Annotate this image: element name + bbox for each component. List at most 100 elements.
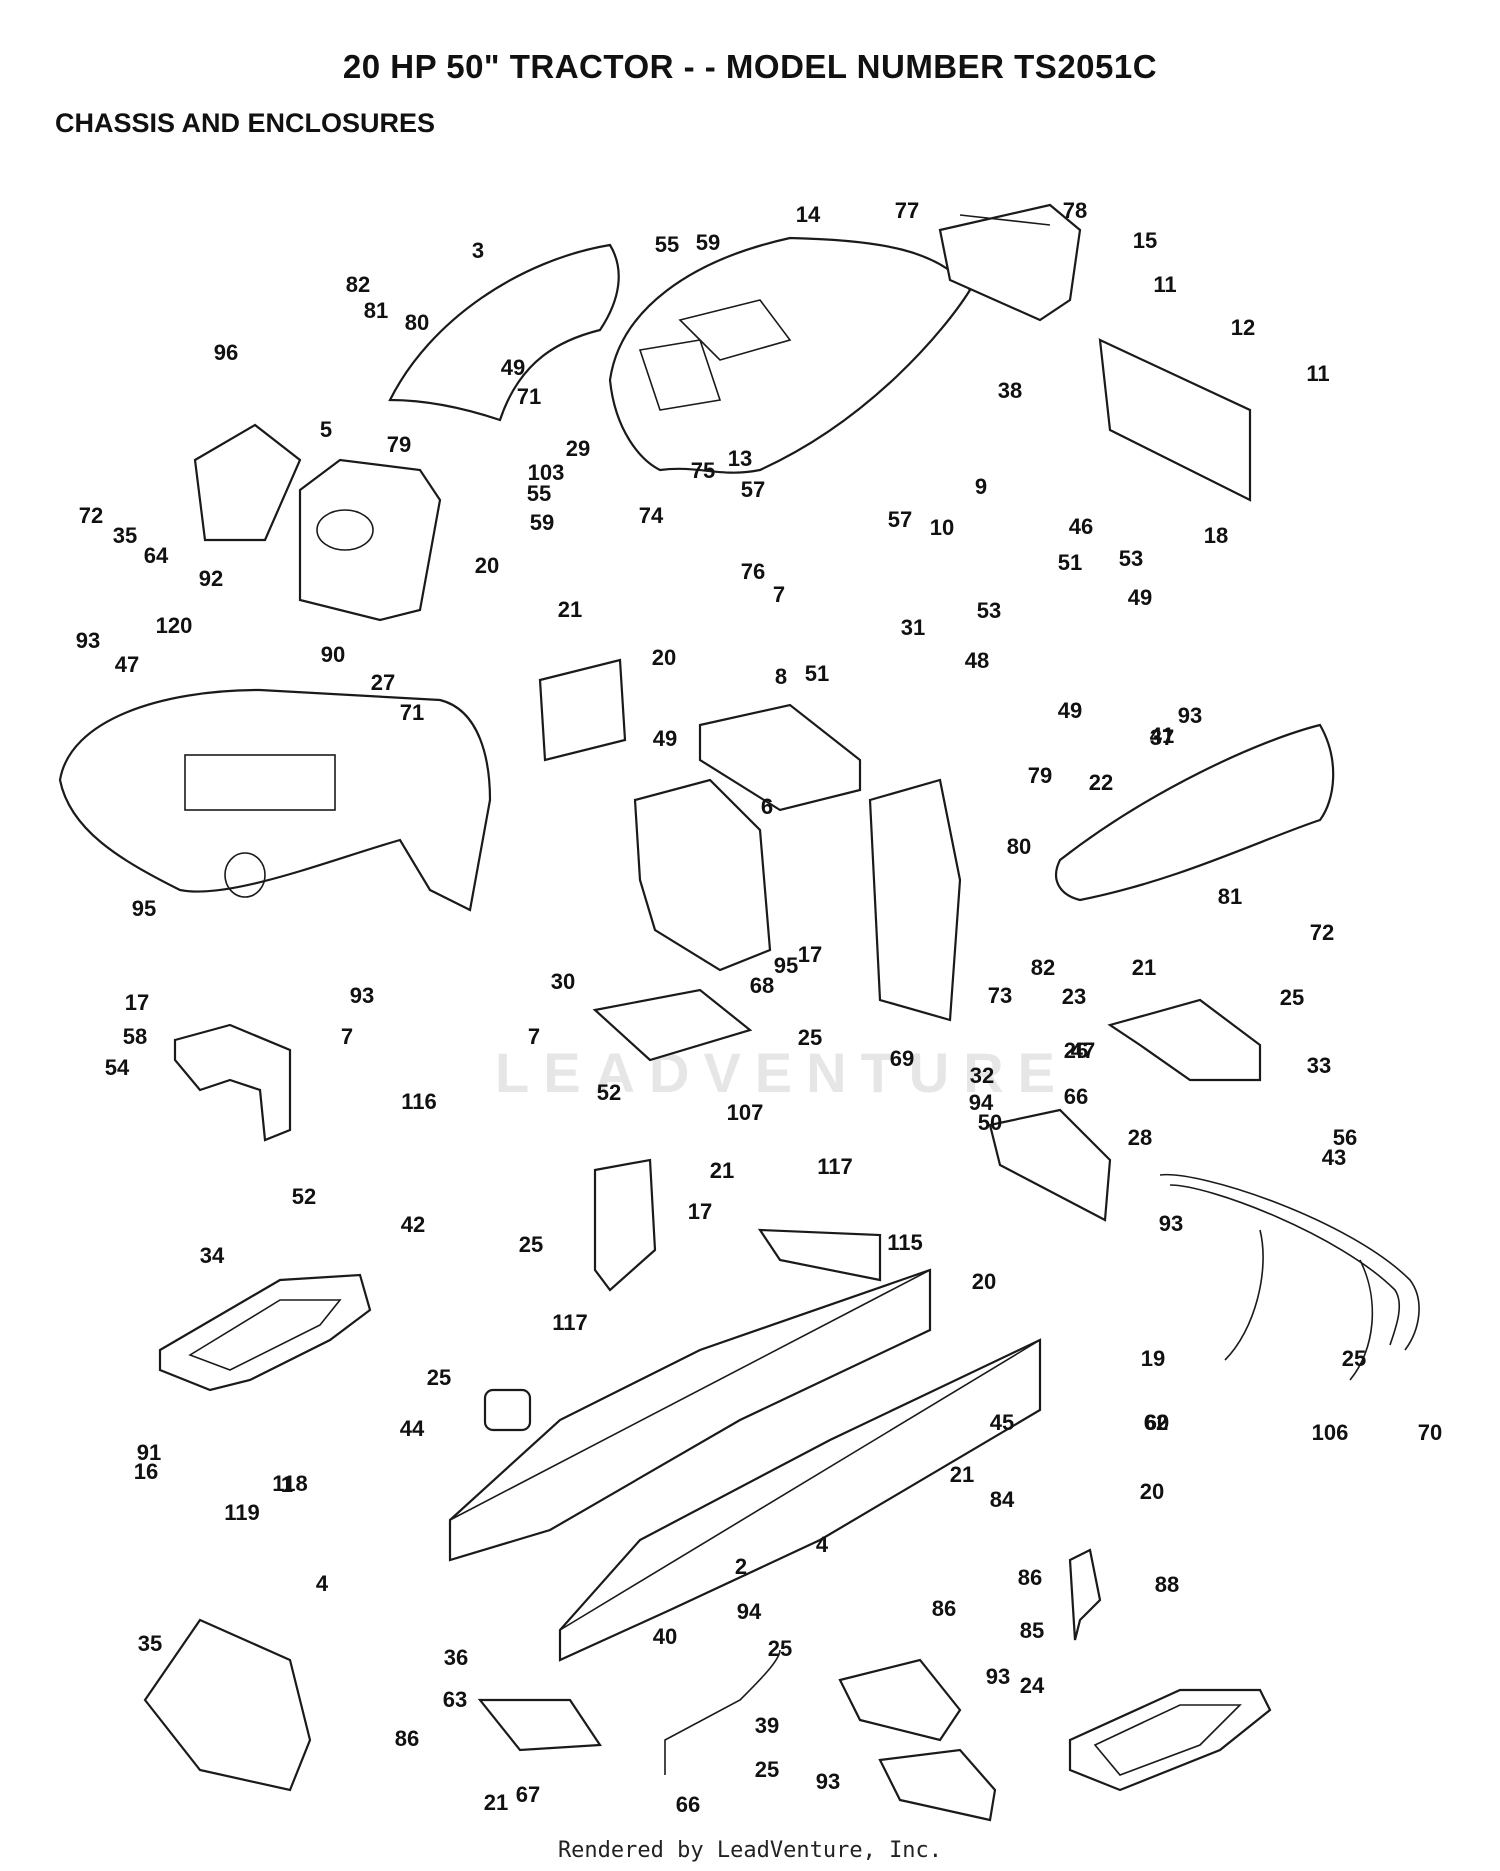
part-callout-29: 29: [566, 436, 590, 461]
part-callout-53: 53: [1119, 546, 1143, 571]
part-callout-53: 53: [977, 598, 1001, 623]
part-callout-56: 56: [1333, 1125, 1357, 1150]
part-callout-103: 103: [528, 460, 565, 485]
part-callout-72: 72: [79, 503, 103, 528]
cover-plate-69: [1107, 998, 1262, 1082]
part-callout-21: 21: [484, 1790, 508, 1815]
part-callout-116: 116: [401, 1089, 437, 1114]
part-callout-48: 48: [965, 648, 989, 673]
part-callout-117: 117: [552, 1310, 588, 1335]
part-callout-8: 8: [775, 664, 787, 689]
part-callout-95: 95: [132, 896, 156, 921]
part-callout-10: 10: [930, 515, 954, 540]
part-callout-52: 52: [597, 1080, 621, 1105]
part-callout-25: 25: [427, 1365, 451, 1390]
part-callout-93: 93: [1178, 703, 1202, 728]
part-callout-20: 20: [1140, 1479, 1164, 1504]
part-callout-86: 86: [1018, 1565, 1042, 1590]
part-callout-49: 49: [653, 726, 677, 751]
pedal-lever: [664, 1649, 781, 1775]
part-callout-93: 93: [1159, 1211, 1183, 1236]
part-callout-12: 12: [1231, 315, 1255, 340]
part-callout-71: 71: [400, 700, 424, 725]
part-callout-49: 49: [1058, 698, 1082, 723]
part-callout-75: 75: [691, 458, 715, 483]
part-callout-7: 7: [341, 1024, 353, 1049]
part-callout-35: 35: [138, 1631, 162, 1656]
part-callout-82: 82: [346, 272, 370, 297]
section-title: CHASSIS AND ENCLOSURES: [55, 108, 436, 138]
part-callout-39: 39: [755, 1713, 779, 1738]
part-callout-17: 17: [125, 990, 149, 1015]
part-callout-62: 62: [1144, 1410, 1168, 1435]
part-callout-78: 78: [1063, 198, 1087, 223]
watermark: LEADVENTURE: [495, 1041, 1070, 1104]
part-callout-57: 57: [888, 507, 912, 532]
part-callout-72: 72: [1310, 920, 1334, 945]
part-callout-73: 73: [988, 983, 1012, 1008]
part-callout-91: 91: [137, 1440, 161, 1465]
part-callout-74: 74: [639, 503, 664, 528]
part-callout-94: 94: [969, 1090, 994, 1115]
part-callout-67: 67: [516, 1782, 540, 1807]
part-callout-66: 66: [1064, 1084, 1088, 1109]
part-callout-46: 46: [1069, 514, 1093, 539]
part-callout-119: 119: [224, 1500, 260, 1525]
part-callout-93: 93: [986, 1664, 1010, 1689]
bracket-left-bottom: [143, 1618, 312, 1792]
part-callout-59: 59: [696, 230, 720, 255]
part-callout-32: 32: [970, 1063, 994, 1088]
part-callout-1: 1: [281, 1472, 293, 1497]
footrest-left: [158, 1273, 372, 1392]
part-callout-40: 40: [653, 1624, 677, 1649]
part-callout-96: 96: [214, 340, 238, 365]
part-callout-79: 79: [1028, 763, 1052, 788]
hood-part: [608, 236, 972, 474]
part-callout-77: 77: [895, 198, 919, 223]
part-callout-19: 19: [1141, 1346, 1165, 1371]
part-callout-26: 26: [1064, 1038, 1088, 1063]
part-callout-25: 25: [1280, 985, 1304, 1010]
part-callout-95: 95: [774, 953, 798, 978]
part-callout-25: 25: [768, 1636, 792, 1661]
part-callout-92: 92: [199, 566, 223, 591]
part-callout-93: 93: [816, 1769, 840, 1794]
part-callout-23: 23: [1062, 984, 1086, 1009]
part-callout-27: 27: [371, 670, 395, 695]
part-callout-33: 33: [1307, 1053, 1331, 1078]
part-callout-70: 70: [1418, 1420, 1442, 1445]
grommet-16: [483, 1388, 532, 1432]
part-callout-20: 20: [475, 553, 499, 578]
part-callout-41: 41: [1150, 723, 1174, 748]
part-callout-47: 47: [115, 652, 139, 677]
main-frame: [448, 1268, 1042, 1662]
page-title: 20 HP 50" TRACTOR - - MODEL NUMBER TS205…: [342, 48, 1158, 85]
part-callout-34: 34: [200, 1243, 225, 1268]
part-callout-82: 82: [1031, 955, 1055, 980]
part-callout-21: 21: [710, 1158, 734, 1183]
grille-screen: [1098, 338, 1252, 502]
part-callout-25: 25: [519, 1232, 543, 1257]
part-callout-55: 55: [655, 232, 679, 257]
part-callout-85: 85: [1020, 1618, 1044, 1643]
part-callout-6: 6: [761, 794, 773, 819]
part-callout-30: 30: [551, 969, 575, 994]
part-callout-21: 21: [558, 597, 582, 622]
part-callout-81: 81: [1218, 884, 1242, 909]
part-callout-71: 71: [517, 384, 541, 409]
part-callout-79: 79: [387, 432, 411, 457]
front-bumper: [1054, 723, 1335, 902]
part-callout-17: 17: [798, 942, 822, 967]
part-callout-5: 5: [320, 417, 332, 442]
part-callout-17: 17: [688, 1199, 712, 1224]
footer-credit: Rendered by LeadVenture, Inc.: [557, 1838, 943, 1863]
part-callout-9: 9: [975, 474, 987, 499]
part-callout-18: 18: [1204, 523, 1228, 548]
part-callout-93: 93: [76, 628, 100, 653]
part-callout-52: 52: [292, 1184, 316, 1209]
part-callout-13: 13: [728, 446, 752, 471]
part-callout-66: 66: [676, 1792, 700, 1817]
part-callout-21: 21: [950, 1462, 974, 1487]
